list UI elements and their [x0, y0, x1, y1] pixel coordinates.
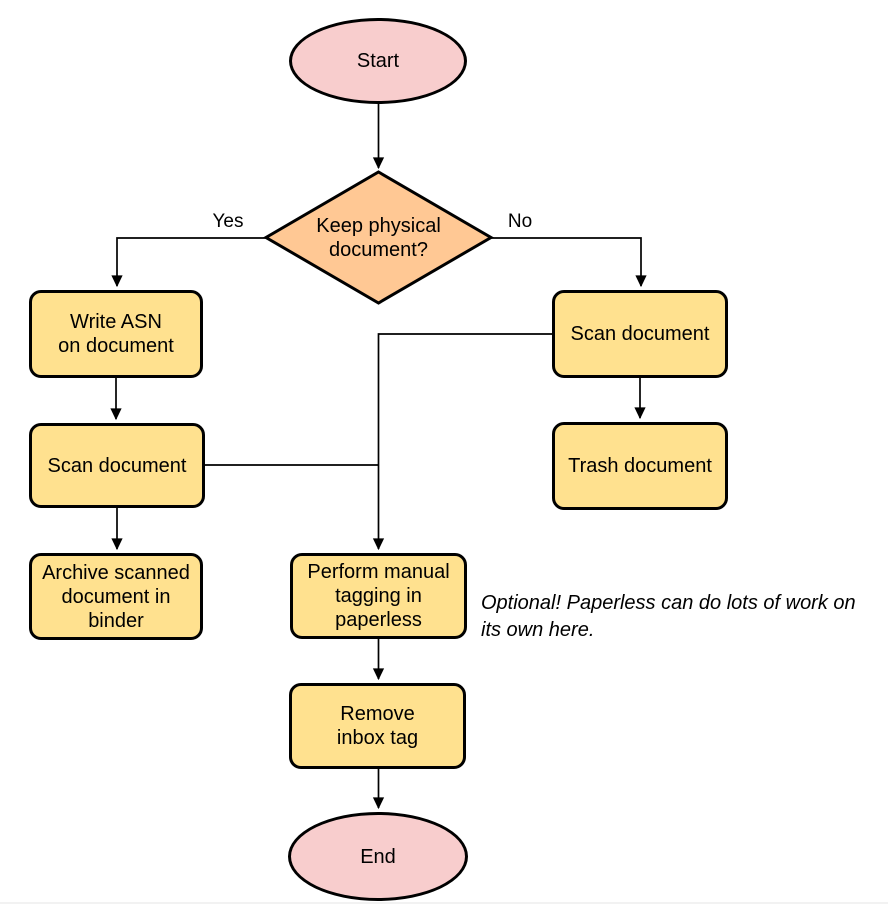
edge-decision-write-asn — [111, 237, 268, 288]
node-tagging: Perform manual tagging in paperless — [290, 553, 467, 639]
node-start: Start — [289, 18, 467, 104]
edge-decision-scan-right — [489, 237, 647, 288]
annotation-note: Optional! Paperless can do lots of work … — [481, 592, 856, 641]
decision-diamond-shape — [263, 170, 494, 305]
edge-scan-right-tagging — [372, 333, 552, 551]
node-trash: Trash document — [552, 422, 728, 510]
node-decision-label: Keep physical document? — [316, 215, 441, 261]
node-remove-inbox: Remove inbox tag — [289, 683, 466, 769]
bottom-divider — [0, 902, 888, 904]
node-end: End — [288, 812, 468, 901]
node-archive: Archive scanned document in binder — [29, 553, 203, 640]
edge-label-yes: Yes — [212, 211, 244, 232]
edge-label-no: No — [507, 211, 533, 232]
node-scan-left: Scan document — [29, 423, 205, 508]
node-scan-right: Scan document — [552, 290, 728, 378]
node-end-label: End — [360, 845, 396, 868]
node-start-label: Start — [356, 50, 400, 72]
node-write-asn: Write ASN on document — [29, 290, 203, 378]
